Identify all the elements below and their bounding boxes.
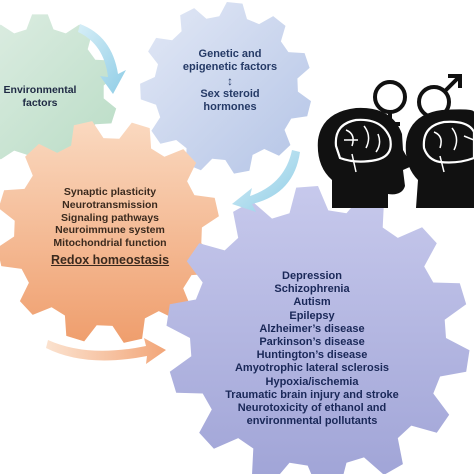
mechanism-gear [0, 121, 219, 343]
arrow-blue-to-disease [232, 150, 300, 212]
mechanism-item: Mitochondrial function [53, 237, 167, 250]
mechanism-item: Neurotransmission [62, 198, 158, 211]
disease-item: Hypoxia/ischemia [265, 375, 359, 388]
hormone-line: Sex steroid [200, 88, 260, 100]
redox-homeostasis-label: Redox homeostasis [50, 252, 170, 267]
environmental-factors-label: Environmental factors [0, 84, 80, 110]
disease-item: Traumatic brain injury and stroke [225, 388, 399, 401]
genetic-factors-label: Genetic and epigenetic factors ↕ Sex ste… [160, 48, 300, 115]
mechanism-list: Synaptic plasticity Neurotransmission Si… [30, 186, 190, 268]
up-down-arrow-icon: ↕ [227, 73, 233, 88]
mechanism-item: Synaptic plasticity [63, 186, 157, 198]
disease-item: Epilepsy [289, 309, 335, 322]
genetic-line: Genetic and [198, 48, 262, 60]
disease-item: Schizophrenia [274, 283, 350, 296]
disease-item: Amyotrophic lateral sclerosis [234, 362, 390, 375]
genetic-gear [140, 2, 311, 174]
disease-item: Huntington’s disease [256, 349, 368, 362]
disease-item: environmental pollutants [246, 415, 378, 428]
disease-item: Neurotoxicity of ethanol and [237, 401, 387, 414]
disease-list: Depression Schizophrenia Autism Epilepsy… [212, 270, 412, 428]
mechanism-item: Signaling pathways [60, 211, 160, 224]
disease-gear [166, 186, 470, 474]
env-line: factors [22, 96, 58, 109]
brain-head-icon [405, 109, 474, 208]
env-line: Environmental [3, 84, 77, 96]
mechanism-item: Neuroimmune system [55, 224, 165, 237]
disease-item: Depression [282, 270, 342, 282]
hormone-line: hormones [203, 101, 257, 114]
arrow-green-to-blue [78, 24, 126, 94]
brain-head-icon [317, 107, 412, 208]
disease-item: Alzheimer’s disease [259, 322, 365, 335]
arrow-orange-to-disease [46, 338, 166, 364]
disease-item: Autism [293, 296, 331, 309]
genetic-line: epigenetic factors [182, 61, 278, 74]
disease-item: Parkinson’s disease [259, 335, 365, 348]
